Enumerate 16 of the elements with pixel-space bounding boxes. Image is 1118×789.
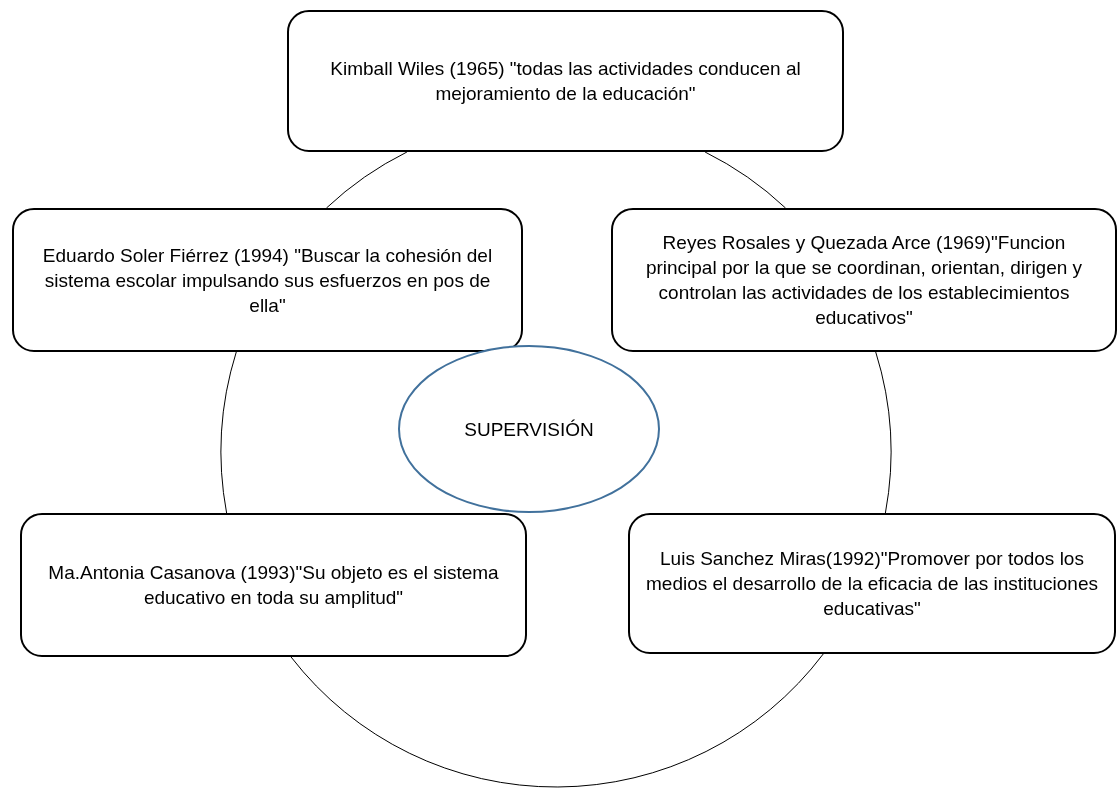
connector-arc: [221, 351, 237, 514]
connector-arc: [325, 151, 408, 209]
rounded-box: [20, 513, 527, 657]
node-text: Kimball Wiles (1965) "todas las actividades conducen al mejoramiento de la educación": [329, 57, 802, 106]
rounded-box: [287, 10, 844, 152]
node-text: Reyes Rosales y Quezada Arce (1969)"Funcion principal por la que se coordinan, orientan, dirigen y controlan las actividades de los establecimientos educativos": [644, 231, 1084, 330]
connector-arc: [290, 653, 824, 787]
connector-arc: [704, 151, 787, 209]
node-text: Luis Sanchez Miras(1992)"Promover por todos los medios el desarrollo de la eficacia de las instituciones educativas": [645, 547, 1099, 621]
node-text: Ma.Antonia Casanova (1993)"Su objeto es el sistema educativo en toda su amplitud": [47, 561, 500, 610]
rounded-box: [12, 208, 523, 352]
connector-arc: [875, 351, 891, 514]
node-text: SUPERVISIÓN: [464, 417, 594, 442]
node-text: Eduardo Soler Fiérrez (1994) "Buscar la cohesión del sistema escolar impulsando sus esfuerzos en pos de ella": [41, 243, 494, 318]
rounded-box: [628, 513, 1116, 654]
rounded-box: [611, 208, 1117, 352]
